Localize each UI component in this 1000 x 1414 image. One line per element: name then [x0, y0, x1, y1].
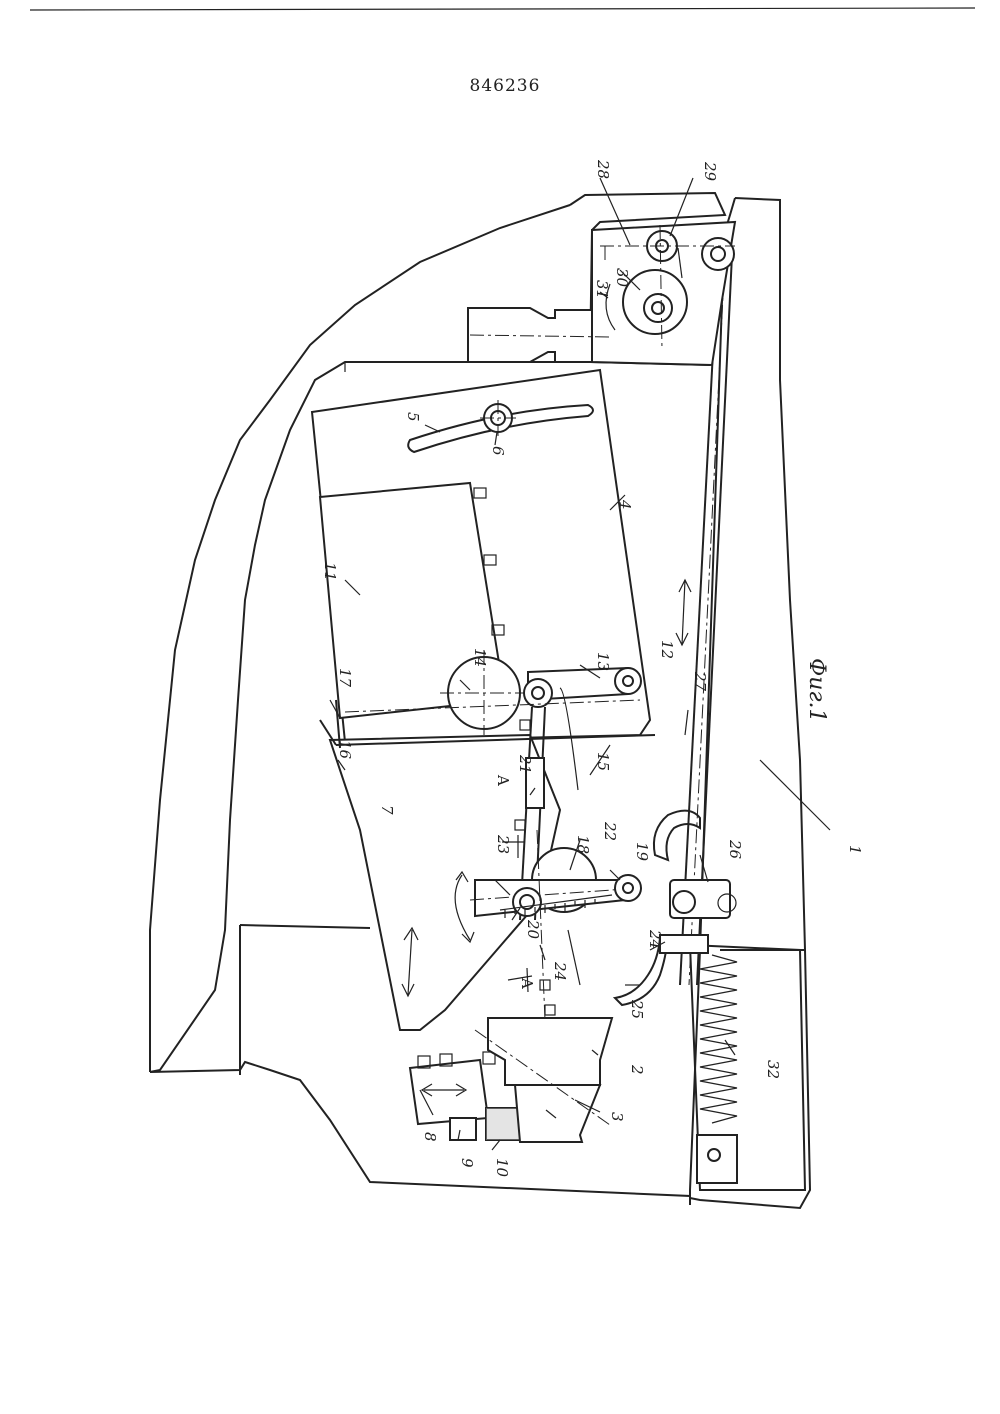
label-4: 4: [616, 499, 634, 510]
label-16: 16: [336, 740, 354, 760]
label-2: 2: [628, 1064, 646, 1075]
label-11: 11: [321, 562, 339, 581]
label-31: 31: [593, 280, 611, 299]
label-6: 6: [489, 446, 507, 456]
label-28: 28: [594, 159, 612, 179]
label-20: 20: [524, 919, 542, 940]
label-30: 30: [613, 268, 631, 288]
collar-24p: [660, 935, 708, 953]
label-3: 3: [608, 1112, 626, 1122]
tool-9: [450, 1118, 476, 1140]
label-5: 5: [404, 412, 422, 422]
label-26: 26: [726, 839, 744, 860]
label-section-a-top: A: [494, 774, 512, 786]
figure-caption: Фиг.1: [804, 658, 829, 723]
label-22: 22: [601, 821, 619, 841]
label-21: 21: [516, 754, 534, 774]
pulley-main: [702, 238, 734, 270]
label-27: 27: [691, 671, 709, 692]
label-24-prime: 24': [646, 929, 664, 953]
label-8: 8: [421, 1132, 439, 1142]
label-10: 10: [493, 1158, 511, 1178]
pivot-13b: [524, 679, 552, 707]
label-13: 13: [594, 652, 612, 671]
label-29: 29: [701, 161, 719, 182]
top-border-line: [30, 8, 975, 10]
label-9: 9: [458, 1158, 476, 1168]
pivot-12: [615, 668, 641, 694]
label-14: 14: [471, 648, 489, 667]
cam-upper: [654, 811, 700, 860]
label-19: 19: [633, 842, 651, 862]
spring-32: [700, 955, 737, 1123]
label-17: 17: [336, 668, 354, 688]
label-7: 7: [378, 805, 396, 815]
label-section-a-bottom: A: [518, 977, 536, 989]
mid-divider: [240, 925, 370, 928]
label-18: 18: [574, 835, 592, 854]
label-15: 15: [594, 752, 612, 771]
label-24: 24: [551, 961, 569, 981]
label-1: 1: [846, 845, 864, 855]
label-23: 23: [494, 834, 512, 854]
workpiece-3: [515, 1085, 600, 1142]
motor-31: [468, 308, 592, 362]
label-32: 32: [764, 1060, 782, 1079]
label-25: 25: [628, 999, 646, 1019]
label-12: 12: [658, 640, 676, 659]
